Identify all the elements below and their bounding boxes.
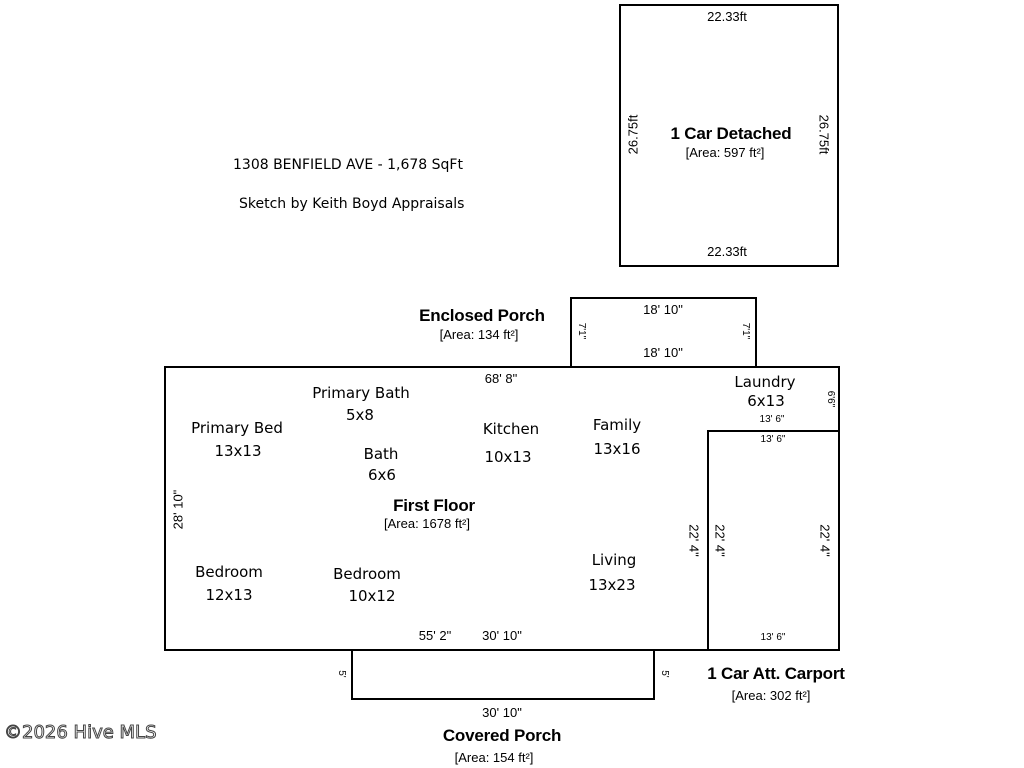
- covered-porch-dim-bottom: 30' 10": [482, 705, 522, 720]
- sketch-credit: Sketch by Keith Boyd Appraisals: [239, 196, 465, 212]
- room-primary-bath-name: Primary Bath: [312, 384, 410, 402]
- laundry-dim-right: 6'6": [825, 390, 836, 408]
- room-bath-size: 6x6: [368, 466, 396, 484]
- room-bedroom-2-size: 10x12: [348, 587, 396, 605]
- enclosed-porch-dim-bottom: 18' 10": [643, 345, 683, 360]
- first-floor-dim-left: 28' 10": [170, 489, 186, 530]
- carport-outline: [707, 430, 840, 651]
- room-bedroom-1-size: 12x13: [205, 586, 253, 604]
- covered-porch-dim-left: 5': [336, 670, 347, 678]
- enclosed-porch-dim-top: 18' 10": [643, 302, 683, 317]
- room-family-name: Family: [592, 416, 642, 434]
- first-floor-area: [Area: 1678 ft²]: [384, 516, 470, 531]
- garage-outline: [619, 4, 839, 267]
- garage-area: [Area: 597 ft²]: [685, 145, 765, 160]
- covered-porch-area: [Area: 154 ft²]: [454, 750, 534, 765]
- carport-title: 1 Car Att. Carport: [707, 664, 845, 683]
- garage-dim-top: 22.33ft: [707, 9, 747, 24]
- enclosed-porch-title: Enclosed Porch: [419, 306, 545, 325]
- room-primary-bed-size: 13x13: [214, 442, 262, 460]
- room-laundry-size: 6x13: [747, 392, 785, 410]
- room-living-name: Living: [591, 551, 637, 569]
- room-primary-bed-name: Primary Bed: [191, 419, 283, 437]
- carport-dim-right: 22' 4": [817, 524, 833, 557]
- room-family-size: 13x16: [593, 440, 641, 458]
- room-bedroom-1-name: Bedroom: [195, 563, 263, 581]
- address-line: 1308 BENFIELD AVE - 1,678 SqFt: [233, 157, 463, 173]
- room-primary-bath-size: 5x8: [346, 406, 374, 424]
- laundry-dim-width: 13' 6": [759, 414, 785, 425]
- room-kitchen-name: Kitchen: [482, 420, 540, 438]
- carport-area: [Area: 302 ft²]: [731, 688, 811, 703]
- carport-dim-bottom: 13' 6": [760, 632, 786, 643]
- garage-title: 1 Car Detached: [670, 124, 792, 143]
- first-floor-dim-top: 68' 8": [484, 371, 518, 386]
- room-laundry-name: Laundry: [734, 373, 796, 391]
- covered-porch-dim-right: 5': [659, 670, 670, 678]
- enclosed-porch-dim-right: 7'1": [740, 322, 751, 340]
- carport-dim-left: 22' 4": [712, 524, 728, 557]
- enclosed-porch-dim-left: 7'1": [576, 322, 587, 340]
- room-bath-name: Bath: [363, 445, 399, 463]
- garage-dim-bottom: 22.33ft: [707, 244, 747, 259]
- mls-watermark: ©2026 Hive MLS: [4, 722, 157, 743]
- first-floor-dim-bottom-b: 30' 10": [482, 628, 522, 643]
- first-floor-dim-inner: 22' 4": [686, 524, 702, 557]
- room-bedroom-2-name: Bedroom: [333, 565, 401, 583]
- first-floor-outline: [164, 366, 840, 651]
- carport-dim-top: 13' 6": [760, 434, 786, 445]
- room-kitchen-size: 10x13: [484, 448, 532, 466]
- garage-dim-left: 26.75ft: [625, 114, 641, 155]
- room-living-size: 13x23: [588, 576, 636, 594]
- covered-porch-title: Covered Porch: [442, 726, 562, 745]
- first-floor-title: First Floor: [393, 496, 475, 515]
- first-floor-dim-bottom-a: 55' 2": [418, 628, 452, 643]
- covered-porch-outline: [351, 649, 655, 700]
- garage-dim-right: 26.75ft: [816, 114, 832, 155]
- enclosed-porch-area: [Area: 134 ft²]: [439, 327, 519, 342]
